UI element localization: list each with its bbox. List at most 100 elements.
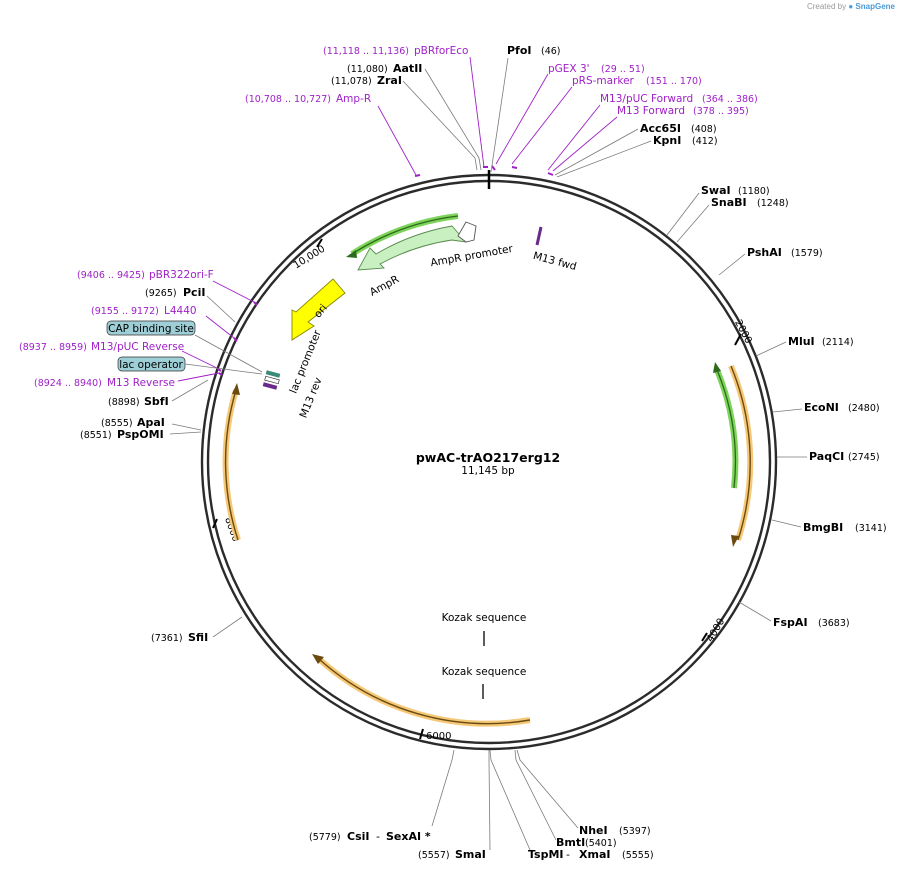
enzyme-name: SmaI <box>455 848 486 861</box>
label-fspai: FspAI (3683) <box>738 601 850 629</box>
label-prs-marker: pRS-marker (151 .. 170) <box>511 75 702 165</box>
label-lac-operator: lac operator <box>117 356 263 375</box>
orf-right-line <box>730 365 751 541</box>
label-pshai: PshAI (1579) <box>718 246 823 276</box>
label-nhei: NheI (5397) <box>516 749 651 837</box>
enzyme-pos: (412) <box>692 136 718 147</box>
primer-range: (10,708 .. 10,727) <box>245 94 331 105</box>
label-m13-puc-reverse: (8937 .. 8959) M13/pUC Reverse <box>19 341 220 370</box>
enzyme-pos: (5401) <box>585 838 617 849</box>
primer-name: Amp-R <box>336 93 371 105</box>
label-paqci: PaqCI (2745) <box>777 450 880 463</box>
orf-arcs <box>222 213 754 727</box>
primer-name: pRS-marker <box>572 75 635 87</box>
enzyme-pos: (1579) <box>791 248 823 259</box>
label-econi: EcoNI (2480) <box>772 401 880 414</box>
primer-name: M13 Reverse <box>107 377 175 389</box>
primer-range: (29 .. 51) <box>601 64 645 75</box>
label-mlui: MluI (2114) <box>755 335 854 357</box>
primer-name: pBR322ori-F <box>149 269 214 281</box>
label-bmti: BmtI (5401) <box>514 749 617 849</box>
enzyme-name: PspOMI <box>117 428 164 441</box>
cap-binding-site-label: CAP binding site <box>108 323 194 335</box>
primer-range: (8924 .. 8940) <box>34 378 102 389</box>
enzyme-pos: (3683) <box>818 618 850 629</box>
enzyme-name: SbfI <box>144 395 169 408</box>
primer-name: pGEX 3' <box>548 63 590 75</box>
label-aatii: (11,080) AatII <box>347 62 482 171</box>
label-pfoi: PfoI (46) <box>490 44 561 173</box>
credit-prefix: Created by <box>806 2 847 11</box>
kozak2-label: Kozak sequence <box>442 666 527 678</box>
orf-left-line <box>224 389 239 541</box>
primer-range: (364 .. 386) <box>702 94 758 105</box>
enzyme-pos: (2480) <box>848 403 880 414</box>
enzyme-pos: (2745) <box>848 452 880 463</box>
snapgene-logo-icon: ● <box>848 2 854 11</box>
lac-region: lac promoter M13 rev <box>262 328 325 420</box>
ampr-promoter-label: AmpR promoter <box>430 243 515 269</box>
lac-operator-label: lac operator <box>119 359 183 371</box>
kozak-features: Kozak sequence Kozak sequence <box>442 612 527 699</box>
enzyme-pos: (8551) <box>80 430 112 441</box>
enzyme-pos: (2114) <box>822 337 854 348</box>
enzyme-name: ZraI <box>377 74 402 87</box>
orf-green-top-arrowhead <box>346 250 357 258</box>
label-smai: (5557) SmaI <box>418 750 491 861</box>
label-apai: (8555) ApaI <box>101 416 202 431</box>
label-m13-puc-forward: M13/pUC Forward (364 .. 386) <box>547 93 758 171</box>
label-kpni: KpnI (412) <box>556 134 718 178</box>
enzyme-pos: (8555) <box>101 418 133 429</box>
label-pbrforeco: (11,118 .. 11,136) pBRforEco <box>323 45 485 168</box>
enzyme-name: AatII <box>393 62 422 75</box>
enzyme-pos: (408) <box>691 124 717 135</box>
enzyme-name: PaqCI <box>809 450 844 463</box>
ampr-promoter-arrow <box>457 221 477 243</box>
cap-binding-site-box <box>106 320 196 336</box>
ampr-feature: AmpR promoter AmpR <box>357 221 515 299</box>
enzyme-name: SnaBI <box>711 196 747 209</box>
enzyme-name: FspAI <box>773 616 808 629</box>
enzyme-name: PfoI <box>507 44 532 57</box>
enzyme-name: BmtI <box>556 836 585 849</box>
label-tspmi-xmai: TspMI - XmaI (5555) <box>489 749 654 861</box>
ori-arrow <box>291 278 346 341</box>
label-zrai: (11,078) ZraI <box>331 74 478 171</box>
m13-fwd-marker <box>535 226 543 246</box>
orf-bottom-line <box>318 658 531 725</box>
primer-range: (9406 .. 9425) <box>77 270 145 281</box>
primer-range: (378 .. 395) <box>693 106 749 117</box>
label-m13-forward: M13 Forward (378 .. 395) <box>552 105 749 172</box>
primer-name: M13/pUC Reverse <box>91 341 184 353</box>
credit-brand: SnapGene <box>855 2 895 11</box>
plasmid-size: 11,145 bp <box>461 465 515 477</box>
orf-right-arrowhead <box>731 535 739 547</box>
enzyme-name: EcoNI <box>804 401 839 414</box>
label-snabi: SnaBI (1248) <box>676 196 789 243</box>
enzyme-name: MluI <box>788 335 815 348</box>
orf-bottom-arrowhead <box>312 654 324 664</box>
label-pcii: (9265) PciI <box>145 286 236 323</box>
primer-name: M13/pUC Forward <box>600 93 693 105</box>
enzyme-name: NheI <box>579 824 608 837</box>
tick-label-4000: 4000 <box>705 617 727 645</box>
label-bmgbi: BmgBI (3141) <box>771 519 887 534</box>
enzyme-pos: (7361) <box>151 633 183 644</box>
enzyme-pos: (46) <box>541 46 561 57</box>
enzyme-pos: (11,080) <box>347 64 388 75</box>
label-pgex3: pGEX 3' (29 .. 51) <box>495 63 645 165</box>
orf-green-arrowhead <box>713 362 721 373</box>
m13-rev-marker <box>262 382 278 390</box>
orf-green-right-line <box>716 369 737 489</box>
enzyme-pos: (1180) <box>738 186 770 197</box>
separator: - <box>566 848 570 861</box>
enzyme-name: XmaI <box>579 848 610 861</box>
m13-fwd-label: M13 fwd <box>532 250 578 273</box>
label-pspomi: (8551) PspOMI <box>80 428 202 441</box>
plasmid-backbone <box>200 170 778 751</box>
enzyme-name: Acc65I <box>640 122 681 135</box>
label-swai: SwaI (1180) <box>666 184 770 236</box>
enzyme-name: BmgBI <box>803 521 843 534</box>
enzyme-pos: (5779) <box>309 832 341 843</box>
